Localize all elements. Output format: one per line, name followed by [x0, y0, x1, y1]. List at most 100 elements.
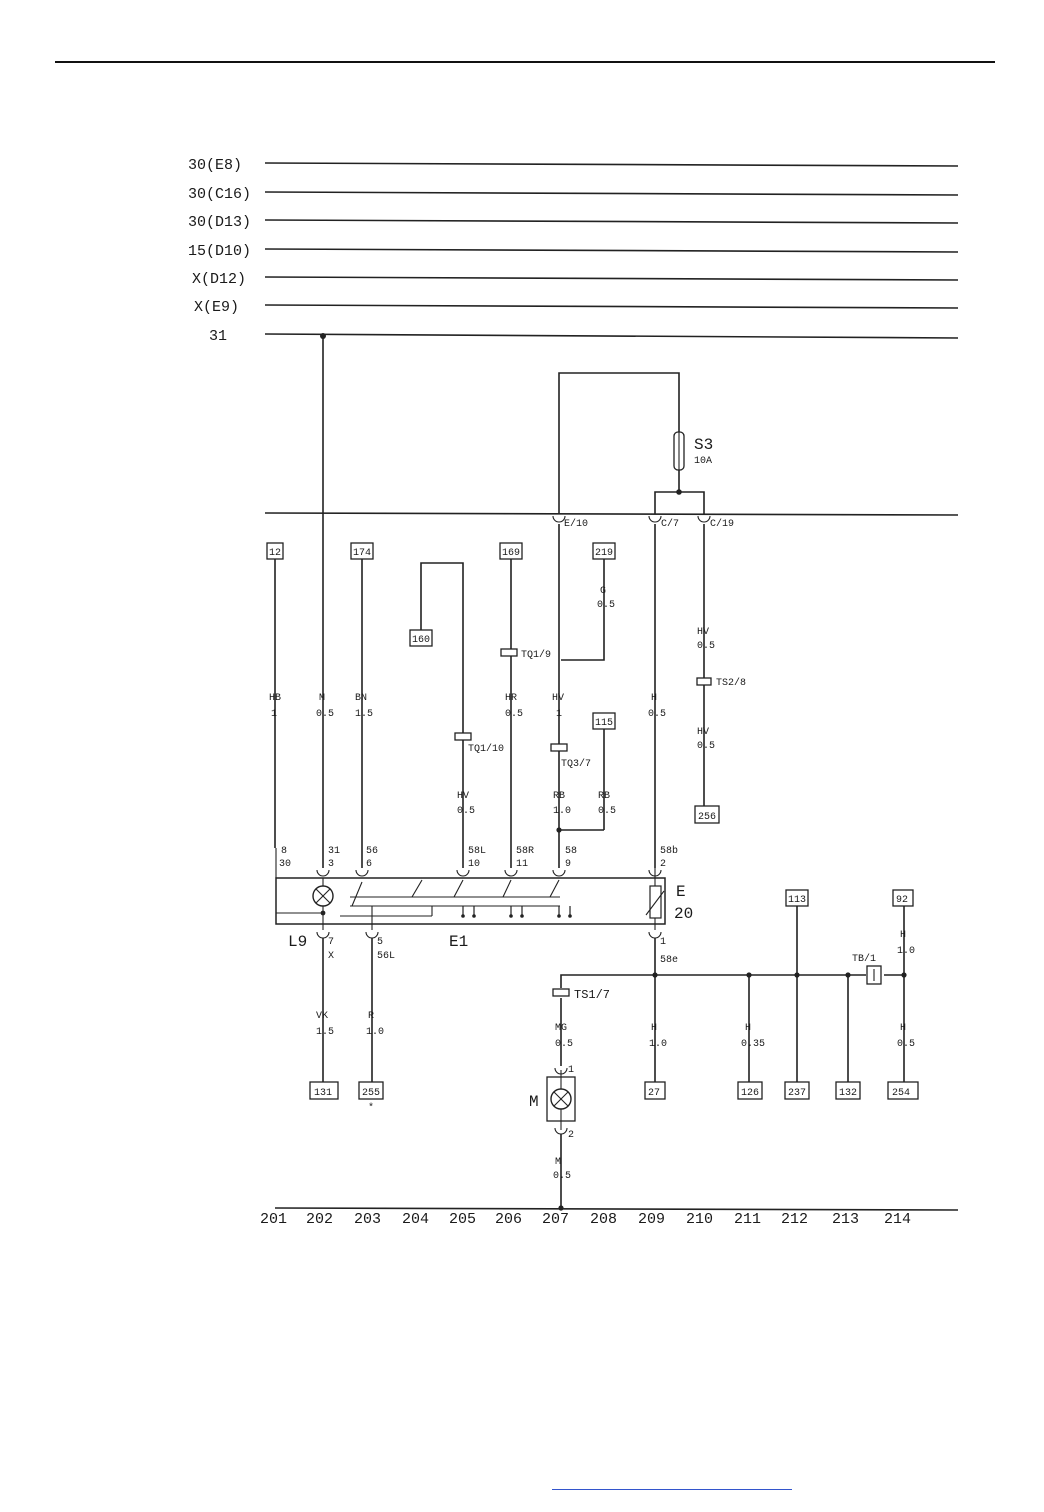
- bottom-ground-bus: [274, 1207, 959, 1211]
- ref-174: 174: [353, 548, 371, 559]
- svg-text:10: 10: [468, 859, 480, 870]
- component-m: M: [529, 1093, 539, 1111]
- svg-text:201: 201: [260, 1211, 287, 1228]
- svg-text:58R: 58R: [516, 846, 534, 857]
- svg-text:0.5: 0.5: [897, 1039, 915, 1050]
- svg-text:3: 3: [328, 859, 334, 870]
- svg-text:5: 5: [377, 937, 383, 948]
- ref-237: 237: [788, 1088, 806, 1099]
- ref-126: 126: [741, 1088, 759, 1099]
- svg-text:202: 202: [306, 1211, 333, 1228]
- bus-labels: 30(E8) 30(C16) 30(D13) 15(D10) X(D12) X(…: [188, 157, 251, 345]
- connector-ts2-8: TS2/8: [716, 677, 746, 689]
- svg-text:213: 213: [832, 1211, 859, 1228]
- svg-text:VK: VK: [316, 1011, 328, 1022]
- svg-text:HV: HV: [457, 791, 469, 802]
- svg-text:X: X: [328, 951, 334, 962]
- connector-tq3-7: TQ3/7: [561, 758, 591, 770]
- svg-text:1.0: 1.0: [553, 806, 571, 817]
- connector-c19: C/19: [710, 518, 734, 530]
- svg-text:0.35: 0.35: [741, 1039, 765, 1050]
- ref-219: 219: [595, 548, 613, 559]
- ref-169: 169: [502, 548, 520, 559]
- svg-text:HV: HV: [552, 693, 564, 704]
- svg-text:M: M: [555, 1157, 561, 1168]
- svg-text:211: 211: [734, 1211, 761, 1228]
- svg-text:BN: BN: [355, 693, 367, 704]
- wire-labels-lower: VK 1.5 R 1.0 MG 0.5 H 1.0 H 0.35 H 1.0 H…: [316, 930, 915, 1182]
- ref-132: 132: [839, 1088, 857, 1099]
- svg-text:RB: RB: [598, 791, 610, 802]
- svg-text:1.0: 1.0: [366, 1027, 384, 1038]
- svg-text:9: 9: [565, 859, 571, 870]
- column-wires: [274, 524, 705, 868]
- fuse-name: S3: [694, 436, 713, 454]
- svg-text:208: 208: [590, 1211, 617, 1228]
- ref-160: 160: [412, 635, 430, 646]
- ref-27: 27: [648, 1088, 660, 1099]
- svg-text:30: 30: [279, 859, 291, 870]
- svg-text:2: 2: [660, 859, 666, 870]
- svg-text:204: 204: [402, 1211, 429, 1228]
- svg-text:1.0: 1.0: [897, 946, 915, 957]
- svg-text:0.5: 0.5: [598, 806, 616, 817]
- ref-92: 92: [896, 895, 908, 906]
- grid-numbers: 201 202 203 204 205 206 207 208 209 210 …: [260, 1211, 911, 1228]
- lamp-m: M 1 2: [529, 1065, 576, 1211]
- inline-connectors: TQ1/9 TQ1/10 TQ3/7 TS2/8: [454, 648, 746, 770]
- reference-boxes-lower: 113 92 131 255 * 27 126 237 132 254: [309, 889, 919, 1114]
- bus-lines: [264, 162, 959, 339]
- svg-text:6: 6: [366, 859, 372, 870]
- svg-text:0.5: 0.5: [553, 1171, 571, 1182]
- svg-text:R: R: [368, 1011, 374, 1022]
- svg-text:1.0: 1.0: [649, 1039, 667, 1050]
- svg-text:58b: 58b: [660, 845, 678, 857]
- svg-text:58e: 58e: [660, 955, 678, 966]
- svg-text:207: 207: [542, 1211, 569, 1228]
- svg-text:0.5: 0.5: [697, 641, 715, 652]
- component-e: E: [676, 883, 686, 901]
- bus-label-x-e9: X(E9): [194, 299, 239, 316]
- svg-text:31: 31: [328, 846, 340, 857]
- svg-text:0.5: 0.5: [316, 709, 334, 720]
- ref-113: 113: [788, 895, 806, 906]
- fuse-rating: 10A: [694, 456, 712, 467]
- footer-link-underline[interactable]: [552, 1489, 792, 1490]
- svg-text:HR: HR: [505, 693, 517, 704]
- connector-e10: E/10: [564, 518, 588, 530]
- connector-c7: C/7: [661, 518, 679, 530]
- svg-text:1: 1: [271, 709, 277, 720]
- bus-label-30-e8: 30(E8): [188, 157, 242, 174]
- component-e1: E1: [449, 933, 468, 951]
- reference-boxes-upper: 12 174 169 219 160 115 256: [266, 542, 720, 824]
- svg-text:RB: RB: [553, 791, 565, 802]
- switch-unit-e1: [275, 848, 666, 930]
- ref-115: 115: [595, 718, 613, 729]
- svg-text:H: H: [900, 930, 906, 941]
- svg-text:0.5: 0.5: [457, 806, 475, 817]
- svg-text:58L: 58L: [468, 846, 486, 857]
- connector-tb-1: TB/1: [852, 953, 876, 965]
- fuse-section: S3 10A E/10 C/7 C/19: [264, 372, 959, 530]
- svg-text:1.5: 1.5: [316, 1027, 334, 1038]
- svg-text:H: H: [745, 1023, 751, 1034]
- component-l9: L9: [288, 933, 307, 951]
- svg-text:56L: 56L: [377, 951, 395, 962]
- connector-tq1-10: TQ1/10: [468, 743, 504, 755]
- lower-wires: TB/1 TS1/7: [322, 906, 907, 1082]
- connector-ts1-7: TS1/7: [574, 988, 610, 1002]
- svg-text:HV: HV: [697, 627, 709, 638]
- ref-256: 256: [698, 812, 716, 823]
- svg-text:214: 214: [884, 1211, 911, 1228]
- ref-12: 12: [269, 548, 281, 559]
- ref-254: 254: [892, 1088, 910, 1099]
- svg-text:0.5: 0.5: [648, 709, 666, 720]
- svg-text:8: 8: [281, 846, 287, 857]
- connector-plane-line: [264, 512, 959, 516]
- bus-label-30-c16: 30(C16): [188, 186, 251, 203]
- svg-text:H: H: [651, 1023, 657, 1034]
- bus-label-x-d12: X(D12): [192, 271, 246, 288]
- svg-text:0.5: 0.5: [597, 600, 615, 611]
- svg-text:1: 1: [556, 709, 562, 720]
